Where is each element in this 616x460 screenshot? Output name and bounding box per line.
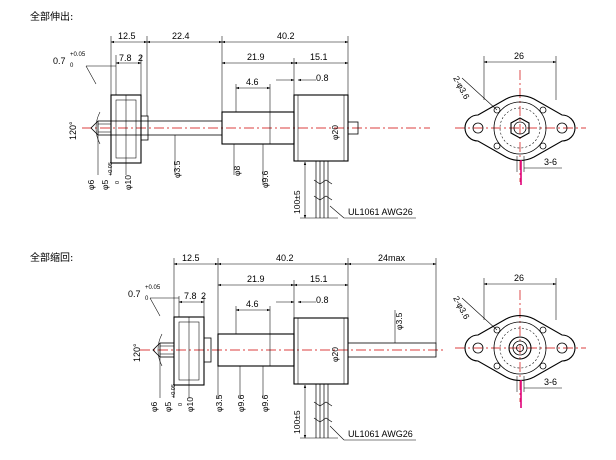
cable-leader-retracted bbox=[329, 425, 345, 441]
end-view-pitch-r: 3-6 bbox=[544, 377, 557, 387]
tol-0-7-sup: +0.05 bbox=[70, 52, 86, 58]
dim-angle: 120° bbox=[68, 121, 78, 140]
diameter-leaders-extended bbox=[97, 135, 264, 185]
cable-spec-r: UL1061 AWG26 bbox=[348, 429, 413, 439]
dim-wire-length-r: 100±5 bbox=[292, 410, 302, 434]
wire-bundle-extended bbox=[313, 161, 333, 218]
dim-12-5: 12.5 bbox=[118, 31, 136, 41]
dim-4-6: 4.6 bbox=[246, 77, 259, 87]
tol-0-7-sub: 0 bbox=[70, 63, 74, 69]
cable-spec: UL1061 AWG26 bbox=[348, 207, 413, 217]
end-view-width: 26 bbox=[514, 51, 524, 61]
dim-21-9: 21.9 bbox=[247, 52, 265, 62]
end-view-extended bbox=[455, 56, 586, 185]
dim-phi5-r: φ5 bbox=[163, 401, 173, 412]
dim-phi3-5: φ3.5 bbox=[172, 160, 182, 178]
dim-phi9-6-r-b: φ9.6 bbox=[260, 394, 270, 412]
section-title-retracted: 全部缩回: bbox=[30, 251, 73, 264]
end-view-pitch: 3-6 bbox=[544, 157, 557, 167]
dimensions-top-retracted bbox=[149, 258, 437, 343]
dim-angle-r: 120° bbox=[132, 343, 142, 362]
dim-phi9-6: φ9.6 bbox=[260, 170, 270, 188]
dim-phi5-sub: 0 bbox=[115, 181, 121, 184]
dim-22-4: 22.4 bbox=[172, 31, 190, 41]
dim-phi5-sup: +0.05 bbox=[108, 162, 114, 176]
dim-40-2-r: 40.2 bbox=[276, 253, 294, 263]
section-retracted: 全部缩回: bbox=[30, 251, 586, 441]
rod-rear-retracted bbox=[347, 342, 437, 358]
dim-2-r: 2 bbox=[201, 291, 206, 301]
section-extended: 全部伸出: bbox=[30, 10, 586, 219]
dim-0-8: 0.8 bbox=[316, 73, 329, 83]
dim-phi10-r: φ10 bbox=[185, 397, 195, 412]
dim-phi5-sub-r: 0 bbox=[178, 403, 184, 406]
tol-0-7-r: 0.7 bbox=[128, 289, 141, 299]
dim-phi6-r: φ6 bbox=[149, 401, 159, 412]
dim-phi8: φ8 bbox=[232, 165, 242, 176]
end-view-width-r: 26 bbox=[514, 273, 524, 283]
dim-wire-length: 100±5 bbox=[292, 190, 302, 214]
section-title-extended: 全部伸出: bbox=[30, 10, 73, 23]
dim-15-1: 15.1 bbox=[310, 52, 328, 62]
wire-bundle-retracted bbox=[313, 384, 333, 438]
dim-phi6: φ6 bbox=[86, 179, 96, 190]
dim-phi5-sup-r: +0.05 bbox=[171, 384, 177, 398]
rod-cone-tip-retracted bbox=[152, 342, 161, 358]
tol-0-7: 0.7 bbox=[53, 56, 66, 66]
cable-leader-extended bbox=[329, 205, 345, 219]
dim-phi10: φ10 bbox=[123, 175, 133, 190]
end-view-holes: 2-φ3.6 bbox=[451, 74, 472, 101]
tol-0-7-sub-r: 0 bbox=[145, 296, 149, 302]
tol-0-7-sup-r: +0.05 bbox=[145, 285, 161, 291]
dim-21-9-r: 21.9 bbox=[247, 274, 265, 284]
dimensions-top-extended bbox=[85, 36, 349, 116]
dim-phi3-5-r: φ3.5 bbox=[214, 394, 224, 412]
diameter-leaders-retracted bbox=[159, 357, 264, 398]
angle-arc-retracted bbox=[157, 333, 163, 367]
dim-12-5-r: 12.5 bbox=[182, 253, 200, 263]
dim-phi20-r: φ20 bbox=[330, 347, 340, 362]
dim-40-2: 40.2 bbox=[277, 31, 295, 41]
angle-arc-extended bbox=[95, 111, 101, 145]
dim-0-8-r: 0.8 bbox=[316, 295, 329, 305]
dim-7-8: 7.8 bbox=[119, 53, 132, 63]
dim-phi9-6-r-a: φ9.6 bbox=[236, 394, 246, 412]
dim-phi20: φ20 bbox=[330, 125, 340, 140]
dim-15-1-r: 15.1 bbox=[310, 274, 328, 284]
dim-24max: 24max bbox=[378, 253, 406, 263]
dim-2: 2 bbox=[138, 53, 143, 63]
dim-7-8-r: 7.8 bbox=[184, 291, 197, 301]
dim-4-6-r: 4.6 bbox=[246, 299, 259, 309]
dim-phi3-5-rod: φ3.5 bbox=[394, 312, 404, 330]
end-view-retracted bbox=[455, 278, 586, 408]
dim-phi5: φ5 bbox=[100, 179, 110, 190]
rod-cone-tip bbox=[90, 120, 99, 136]
end-view-holes-r: 2-φ3.6 bbox=[451, 294, 472, 321]
